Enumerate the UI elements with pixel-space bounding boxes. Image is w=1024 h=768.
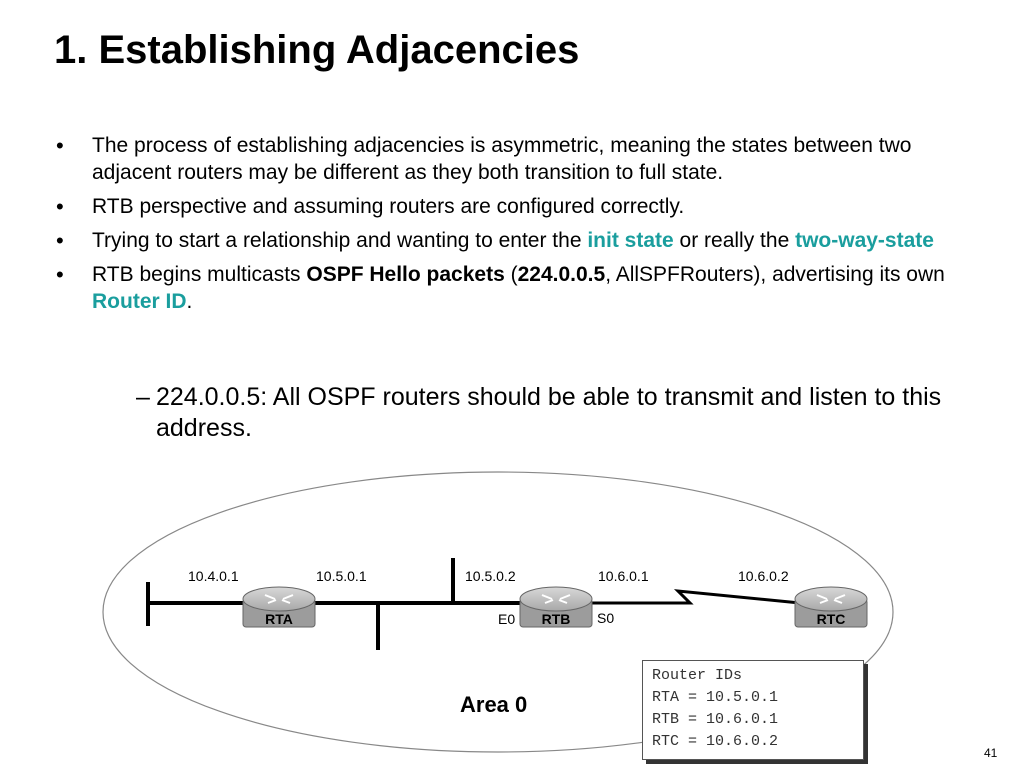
bullet-dot-icon: • xyxy=(56,228,64,253)
address-label: 10.5.0.2 xyxy=(465,568,516,584)
bullet-text: The process of establishing adjacencies … xyxy=(92,134,912,184)
bullet-dot-icon: • xyxy=(56,194,64,219)
router-id-line: RTB = 10.6.0.1 xyxy=(652,711,779,728)
bold-multicast-address: 224.0.0.5 xyxy=(517,263,606,286)
highlight-two-way-state: two-way-state xyxy=(795,229,934,252)
bullet-text: . xyxy=(186,290,193,313)
bullet-list: • The process of establishing adjacencie… xyxy=(56,132,956,322)
bullet-item: • RTB begins multicasts OSPF Hello packe… xyxy=(56,261,956,315)
bullet-text: , AllSPFRouters), advertising its own xyxy=(605,263,945,286)
router-label-rtc: RTC xyxy=(817,611,846,627)
highlight-init-state: init state xyxy=(587,229,674,252)
slide-title: 1. Establishing Adjacencies xyxy=(54,28,580,72)
interface-label-s0: S0 xyxy=(597,610,614,626)
bullet-text: RTB perspective and assuming routers are… xyxy=(92,195,685,218)
router-rtc-icon xyxy=(794,586,868,628)
highlight-router-id: Router ID xyxy=(92,290,187,313)
area-0-ellipse xyxy=(102,471,894,753)
address-label: 10.6.0.1 xyxy=(598,568,649,584)
address-label: 10.4.0.1 xyxy=(188,568,239,584)
bullet-item: • RTB perspective and assuming routers a… xyxy=(56,193,956,220)
area-label: Area 0 xyxy=(460,692,527,717)
bold-ospf-hello: OSPF Hello packets xyxy=(306,263,505,286)
router-id-line: RTA = 10.5.0.1 xyxy=(652,689,779,706)
bullet-dot-icon: • xyxy=(56,262,64,287)
bullet-item: • Trying to start a relationship and wan… xyxy=(56,227,956,254)
address-label: 10.5.0.1 xyxy=(316,568,367,584)
bullet-dot-icon: • xyxy=(56,133,64,158)
serial-link xyxy=(590,589,801,605)
router-rtb-icon xyxy=(519,586,593,628)
address-label: 10.6.0.2 xyxy=(738,568,789,584)
router-label-rtb: RTB xyxy=(542,611,571,627)
router-rta-icon xyxy=(242,586,316,628)
bullet-text: or really the xyxy=(673,229,796,252)
slide-number: 41 xyxy=(984,746,998,760)
bullet-text: RTB begins multicasts xyxy=(92,263,307,286)
sub-bullet: – 224.0.0.5: All OSPF routers should be … xyxy=(136,382,986,444)
dash-icon: – xyxy=(136,383,150,411)
bullet-text: Trying to start a relationship and wanti… xyxy=(92,229,588,252)
bullet-text: ( xyxy=(504,263,518,286)
sub-bullet-text: 224.0.0.5: All OSPF routers should be ab… xyxy=(156,383,942,442)
router-ids-title: Router IDs xyxy=(652,667,743,684)
router-label-rta: RTA xyxy=(265,611,293,627)
router-id-line: RTC = 10.6.0.2 xyxy=(652,733,779,750)
router-ids-box: Router IDs RTA = 10.5.0.1 RTB = 10.6.0.1… xyxy=(642,660,864,760)
bullet-item: • The process of establishing adjacencie… xyxy=(56,132,956,186)
interface-label-e0: E0 xyxy=(498,611,515,627)
